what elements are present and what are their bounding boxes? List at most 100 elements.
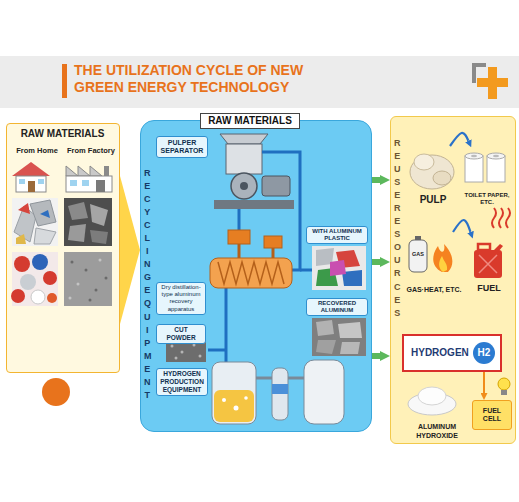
output-arrow: [372, 353, 380, 359]
packaging-photo: [12, 198, 58, 246]
toilet-paper-picture: [465, 153, 505, 182]
factory-icon: [66, 166, 102, 176]
pulp-picture: [410, 155, 454, 189]
mixed-plastic-photo: [312, 246, 366, 290]
toilet-paper-picture: [471, 155, 477, 157]
pulper-machine: [262, 176, 290, 196]
cans-photo: [43, 271, 57, 285]
output-arrow: [372, 259, 380, 265]
material-label: WITH ALUMINUM PLASTIC: [306, 226, 368, 244]
hydrogen-plant: [212, 362, 256, 424]
equipment-label: HYDROGEN PRODUCTION EQUIPMENT: [156, 368, 208, 396]
tab-label: RAW MATERIALS: [204, 115, 296, 127]
toilet-paper-picture: [493, 155, 499, 157]
scrap-photo: [68, 224, 86, 242]
hydrogen-plant: [222, 398, 226, 402]
heat-icon: [492, 208, 496, 228]
product-name: TOILET PAPER, ETC.: [461, 192, 513, 206]
process-pipe: [208, 152, 312, 362]
cans-photo: [11, 289, 25, 303]
orange-dot: [42, 378, 70, 406]
house-icon: [16, 176, 46, 192]
cylinder-label: GAS: [409, 251, 427, 257]
section-tab: RAW MATERIALS: [200, 113, 300, 129]
hydrogen-plant: [214, 390, 254, 422]
house-icon: [28, 181, 35, 192]
material-name: CUT POWDER: [159, 326, 203, 342]
pulper-machine: [220, 134, 268, 144]
gas-cylinder: [409, 240, 427, 272]
aluminum-photo: [312, 318, 366, 356]
equipment-label: Dry distillation-type aluminum recovery …: [156, 282, 206, 315]
material-label: CUT POWDER: [156, 324, 206, 344]
aluminum-photo: [316, 320, 334, 336]
hydrogen-plant: [288, 377, 304, 380]
factory-icon: [70, 180, 77, 186]
heat-icon: [492, 208, 510, 228]
aluminum-photo: [338, 322, 362, 338]
reuse-arrow: [453, 220, 470, 232]
powder-photo: [77, 283, 80, 286]
dryer-machine: [238, 244, 241, 258]
aluminum-photo: [312, 318, 366, 356]
cut-powder-photo: [175, 357, 178, 360]
powder-photo: [99, 259, 102, 262]
dryer-machine: [264, 236, 282, 248]
material-label: RECOVERED ALUMINUM: [306, 298, 368, 316]
packaging-photo: [16, 234, 26, 244]
product-name: FUEL CELL: [474, 407, 510, 424]
pulper-machine: [226, 144, 262, 174]
hydrogen-plant: [304, 360, 344, 424]
supply-arrow: [483, 372, 485, 393]
logo-mark: [472, 63, 508, 99]
product-caption: PULP: [406, 146, 460, 206]
toilet-paper-picture: [487, 156, 505, 182]
cut-powder-photo: [199, 355, 202, 358]
toilet-paper-picture: [487, 153, 505, 159]
source-panel: RAW MATERIALSFrom HomeFrom Factory: [6, 123, 120, 373]
panel-heading: RAW MATERIALS: [7, 128, 118, 140]
cut-powder-photo: [181, 351, 184, 354]
packaging-photo: [34, 228, 56, 244]
hydrogen-plant: [244, 396, 248, 400]
cut-powder-photo: [193, 344, 196, 347]
heat-icon: [499, 208, 503, 228]
scrap-photo: [90, 204, 108, 226]
hydrogen-badge: H2: [473, 342, 495, 364]
cans-photo: [31, 290, 45, 304]
house-icon: [38, 179, 44, 184]
reuse-arrow: [450, 133, 468, 146]
hydrogen-plant: [212, 360, 344, 424]
product-caption: ALUMINUM HYDROXIDE: [402, 378, 472, 440]
vertical-heading: REUSE RESOURCES: [394, 137, 400, 320]
dryer-machine: [228, 230, 250, 244]
mixed-plastic-photo: [330, 260, 346, 276]
factory-icon: [96, 180, 105, 192]
output-arrow: [372, 177, 380, 183]
pulper-machine: [240, 182, 248, 190]
packaging-photo: [12, 198, 58, 246]
product-name: FUEL: [466, 283, 512, 294]
packaging-photo: [18, 203, 30, 214]
source-label: From Home: [11, 146, 63, 155]
scrap-photo: [64, 198, 112, 246]
logo-mark: [472, 63, 476, 83]
process-pipe: [300, 269, 312, 272]
pulper-machine: [214, 200, 294, 209]
cut-powder-photo: [166, 340, 206, 362]
cans-photo: [12, 252, 58, 306]
product-name: GAS·HEAT, ETC.: [405, 286, 463, 294]
hydroxide-powder: [418, 387, 446, 405]
scrap-photo: [90, 230, 108, 244]
house-icon: [19, 179, 25, 184]
flame-picture: [433, 244, 452, 272]
fuel-cell-box: FUEL CELL: [472, 400, 512, 430]
product-caption: TOILET PAPER, ETC.: [461, 146, 513, 206]
fuel-can: [474, 244, 503, 278]
house-icon: [12, 162, 50, 176]
toilet-paper-picture: [465, 153, 483, 159]
fuel-can: [478, 244, 490, 250]
gas-cylinder: [409, 236, 427, 272]
equipment-name: Dry distillation-type aluminum recovery …: [159, 284, 203, 313]
powder-photo: [64, 252, 112, 306]
